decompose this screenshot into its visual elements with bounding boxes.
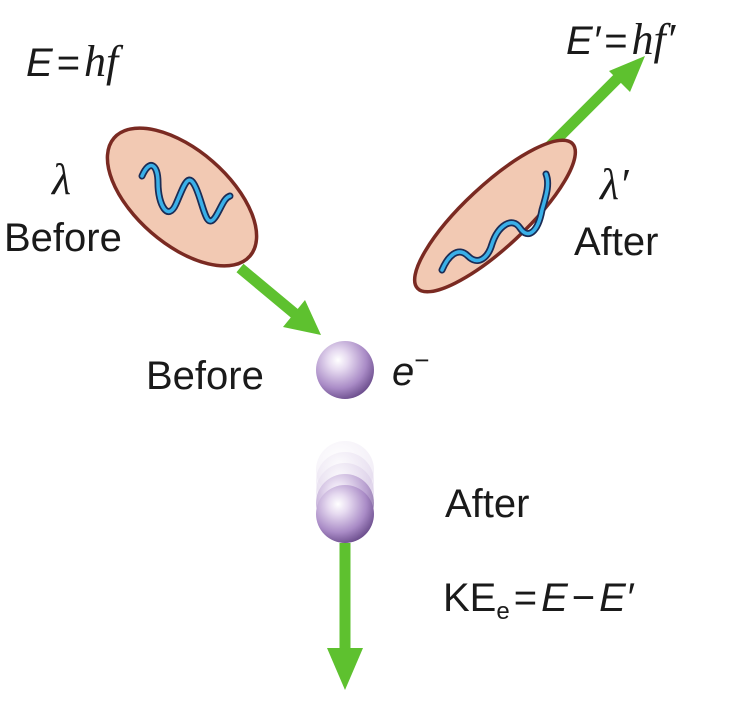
scattered-energy-equation: E′ = hf′: [566, 18, 675, 62]
kinetic-energy-equation: KEe = E − E′: [443, 576, 634, 624]
electron-before: [316, 341, 374, 399]
energy-symbol: E: [541, 576, 568, 620]
scattered-wavelength-label: λ′: [600, 160, 629, 209]
equals-sign: =: [513, 576, 538, 620]
ke-subscript: e: [496, 598, 510, 625]
hf-prime-term: hf′: [631, 15, 676, 64]
recoil-arrow: [327, 543, 363, 690]
incident-arrow: [236, 263, 321, 335]
hf-term: hf: [84, 37, 119, 86]
electron-after: [316, 441, 374, 543]
electron-symbol: e−: [392, 347, 429, 394]
equals-sign: =: [604, 19, 628, 63]
energy-prime-symbol: E′: [599, 576, 634, 620]
ke-symbol: KE: [443, 576, 497, 620]
incident-energy-equation: E = hf: [26, 40, 118, 84]
energy-symbol: E: [26, 41, 53, 85]
electron-letter: e: [392, 350, 415, 394]
incident-photon: [105, 126, 259, 268]
scattered-arrow: [544, 56, 645, 152]
electron-before-label: Before: [146, 354, 264, 398]
electron-after-label: After: [445, 482, 530, 526]
scattered-photon: [412, 138, 578, 294]
electron-charge: −: [414, 345, 430, 375]
minus-sign: −: [571, 576, 596, 620]
incident-before-label: Before: [4, 216, 122, 260]
energy-prime-symbol: E′: [566, 19, 601, 63]
incident-wavelength-label: λ: [52, 155, 72, 204]
equals-sign: =: [56, 41, 81, 85]
scattered-after-label: After: [574, 220, 659, 264]
